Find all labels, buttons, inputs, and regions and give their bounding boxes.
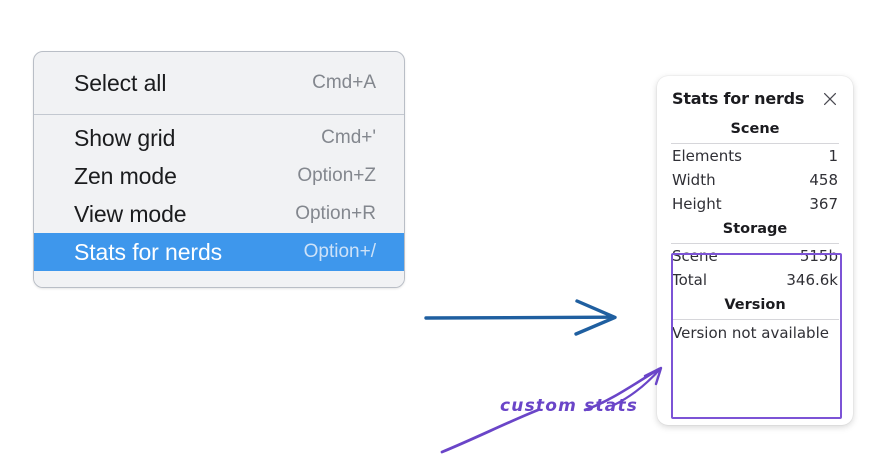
table-row: Height 367 [657,192,853,216]
stat-value: 515b [799,247,838,265]
stats-for-nerds-panel[interactable]: Stats for nerds Scene Elements 1 Width 4… [657,76,853,425]
panel-header: Stats for nerds [657,76,853,116]
menu-item-shortcut: Cmd+A [312,72,376,93]
menu-item-shortcut: Option+Z [297,165,376,186]
menu-group-1: Select all Cmd+A [34,52,404,114]
menu-item-shortcut: Option+/ [303,241,376,262]
stat-key: Height [672,195,722,213]
page-title: Stats for nerds [672,89,805,108]
menu-item-show-grid[interactable]: Show grid Cmd+' [34,119,404,157]
menu-bottom-padding [34,271,404,287]
stat-key: Total [672,271,708,289]
flow-arrow-icon [424,299,617,336]
stat-key: Elements [672,147,742,165]
section-scene: Scene Elements 1 Width 458 Height 367 [657,116,853,216]
stat-value: 1 [828,147,838,165]
menu-item-shortcut: Cmd+' [321,127,376,148]
stat-value: 458 [809,171,838,189]
table-row: Scene 515b [657,244,853,268]
menu-item-shortcut: Option+R [295,203,376,224]
stat-value: 346.6k [786,271,838,289]
menu-item-zen-mode[interactable]: Zen mode Option+Z [34,157,404,195]
table-row: Elements 1 [657,144,853,168]
close-icon[interactable] [821,90,839,108]
menu-item-select-all[interactable]: Select all Cmd+A [34,64,404,102]
section-version: Version Version not available [657,292,853,347]
stat-value: 367 [809,195,838,213]
menu-item-stats-for-nerds[interactable]: Stats for nerds Option+/ [34,233,404,271]
section-title: Scene [730,121,780,137]
menu-item-label: Select all [74,69,167,96]
menu-item-label: Show grid [74,124,176,151]
menu-separator [34,114,404,115]
menu-item-label: View mode [74,200,187,227]
table-row: Total 346.6k [657,268,853,292]
stat-key: Width [672,171,716,189]
context-menu[interactable]: Select all Cmd+A Show grid Cmd+' Zen mod… [33,51,405,288]
stat-key: Scene [672,247,718,265]
annotation-label: custom stats [500,396,639,416]
section-divider [671,319,839,320]
section-title: Storage [722,221,788,237]
section-storage: Storage Scene 515b Total 346.6k [657,216,853,292]
section-divider [671,143,839,144]
custom-stats-annotation-arrows [440,366,663,454]
section-divider [671,243,839,244]
table-row: Width 458 [657,168,853,192]
menu-item-view-mode[interactable]: View mode Option+R [34,195,404,233]
menu-item-label: Zen mode [74,162,177,189]
section-title: Version [724,297,786,313]
version-note: Version not available [672,324,829,342]
menu-item-label: Stats for nerds [74,238,223,265]
menu-group-2: Show grid Cmd+' Zen mode Option+Z View m… [34,115,404,287]
